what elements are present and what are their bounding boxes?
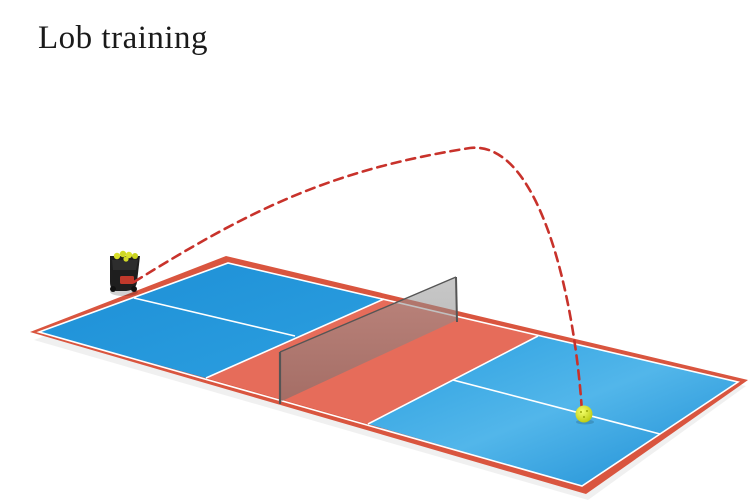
page-title: Lob training	[38, 20, 209, 56]
court-lines	[36, 262, 740, 487]
net	[278, 276, 458, 404]
left-court-blue	[39, 263, 384, 378]
lob-trajectory	[132, 146, 584, 414]
pickleball-icon	[575, 405, 594, 425]
right-court-blue	[368, 336, 738, 486]
ball-machine-icon	[110, 250, 140, 296]
